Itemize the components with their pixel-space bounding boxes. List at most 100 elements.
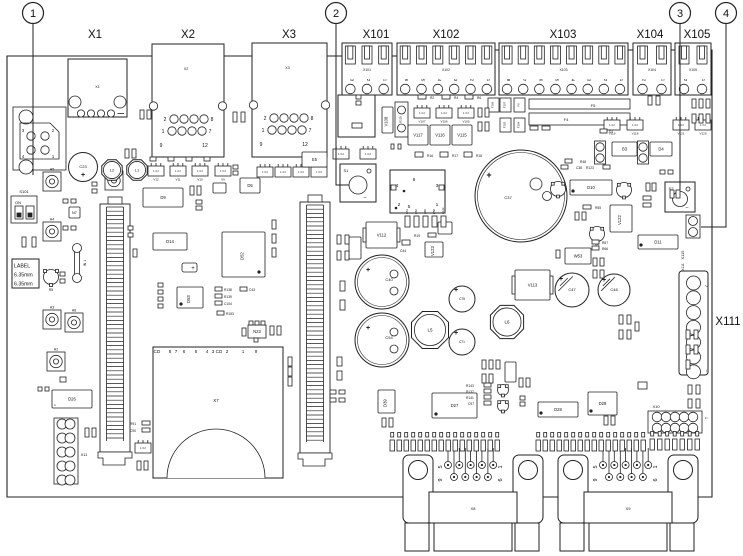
ref-label: D4 xyxy=(658,147,664,152)
ref-label: H8 xyxy=(72,309,77,313)
svg-text:1 3 2: 1 3 2 xyxy=(262,170,268,174)
callout-number: 2 xyxy=(333,8,339,20)
ref-label: V113 xyxy=(528,283,538,288)
svg-text:2: 2 xyxy=(683,79,688,82)
svg-text:9: 9 xyxy=(160,143,163,149)
svg-text:2: 2 xyxy=(52,128,55,133)
ref-label: D53 xyxy=(186,295,191,303)
svg-text:1: 1 xyxy=(619,79,624,82)
callout-1: 1 xyxy=(21,1,45,175)
ic-D4: D4 xyxy=(649,141,673,157)
svg-text:1 3 2: 1 3 2 xyxy=(298,170,304,174)
ref-label: W53 xyxy=(574,254,583,259)
callout-number: 3 xyxy=(677,8,683,20)
ref-label: D10 xyxy=(587,185,595,190)
ref-label: C97 xyxy=(468,402,474,406)
ref-label: R139 xyxy=(224,295,232,299)
svg-text:1 3 2: 1 3 2 xyxy=(678,123,684,127)
ic-N23: N23 xyxy=(247,320,267,343)
inductor-L5: L5 xyxy=(411,311,449,349)
svg-text:8: 8 xyxy=(211,117,214,123)
svg-text:8: 8 xyxy=(169,349,172,354)
svg-text:4: 4 xyxy=(206,349,209,354)
ref-label: F105 xyxy=(503,121,507,128)
part-C97: C97 xyxy=(468,400,492,406)
ref-label: C104 xyxy=(224,302,232,306)
ic-D53: D53 xyxy=(176,286,204,309)
svg-text:–: – xyxy=(686,205,689,211)
svg-text:5: 5 xyxy=(438,465,444,468)
svg-text:2: 2 xyxy=(264,116,267,122)
part-R17: R17 xyxy=(439,151,458,158)
inductor-L1: L1 xyxy=(126,159,148,181)
callout-number: 4 xyxy=(723,8,729,20)
ref-label: R143 xyxy=(466,384,474,388)
connector-label-X104: X104 xyxy=(637,29,664,41)
capacitor-C37: +C37 xyxy=(474,149,568,243)
ref-label: F104 xyxy=(517,121,521,128)
part-R138: R138 xyxy=(214,286,232,292)
svg-text:1: 1 xyxy=(52,154,55,159)
svg-text:6: 6 xyxy=(183,349,186,354)
ref-label: V117 xyxy=(413,133,423,138)
svg-text:6: 6 xyxy=(653,478,659,481)
svg-text:8: 8 xyxy=(506,79,511,82)
ref-label: V115 xyxy=(457,133,467,138)
svg-text:2: 2 xyxy=(470,79,475,82)
svg-text:1 3 2: 1 3 2 xyxy=(316,170,322,174)
fuse-F106: F106 xyxy=(487,97,500,113)
transistor-V9: 1 3 2V9 xyxy=(214,163,232,182)
part-R2: R2 xyxy=(417,94,434,100)
svg-text:1: 1 xyxy=(383,79,388,82)
svg-text:1: 1 xyxy=(436,202,439,208)
ref-label: X102 xyxy=(442,68,450,72)
ref-label: R48 xyxy=(580,160,586,164)
ref-label: V119 xyxy=(609,132,616,136)
ref-label: R66 xyxy=(602,247,608,251)
svg-text:1 3 2: 1 3 2 xyxy=(338,152,344,156)
ref-label: V122 xyxy=(617,215,622,225)
ref-label: X104 xyxy=(648,68,656,72)
ic-V108: V108 xyxy=(381,106,394,134)
ref-label: V112 xyxy=(377,233,387,238)
svg-text:1 3 2: 1 3 2 xyxy=(365,152,371,156)
transistor: 1 3 2 xyxy=(256,164,274,178)
part-R19: R19 xyxy=(414,232,437,238)
ref-label: R4 xyxy=(454,96,458,100)
ref-label: C48 xyxy=(610,287,618,292)
ref-label: V11 xyxy=(175,178,180,182)
ref-label: D52 xyxy=(240,252,245,260)
ref-label: E5 xyxy=(312,157,318,162)
ref-label: V123 xyxy=(430,246,435,256)
svg-text:12: 12 xyxy=(202,143,208,149)
part-C44: C44 xyxy=(400,239,411,253)
svg-text:4: 4 xyxy=(22,154,25,159)
svg-text:+: + xyxy=(602,277,606,284)
svg-text:2: 2 xyxy=(398,202,401,208)
transistor: 1 3 2 xyxy=(332,146,350,160)
capacitor-C48: + C48 xyxy=(597,273,631,307)
ref-label: V10 xyxy=(197,178,203,182)
ic-V112: V112 xyxy=(362,221,401,249)
transistor-round xyxy=(497,400,509,414)
ic-D52: D52 xyxy=(221,231,266,278)
part-R141: R141 xyxy=(466,394,492,400)
part-R143: R143 xyxy=(466,382,492,388)
ref-label: F106 xyxy=(491,101,495,108)
svg-text:+: + xyxy=(366,325,370,332)
ref-label: V121 xyxy=(677,132,684,136)
led-H5: H5 xyxy=(42,168,62,192)
part-R67: R67 xyxy=(591,239,608,245)
ref-label: X7 xyxy=(213,398,219,403)
svg-text:+: + xyxy=(559,276,563,283)
svg-text:C52: C52 xyxy=(414,209,418,214)
transistor: 1 3 2 xyxy=(359,146,377,160)
part-R123: R123 xyxy=(586,164,611,170)
svg-text:2: 2 xyxy=(366,79,371,82)
connector-label-X3: X3 xyxy=(282,29,296,41)
ref-label: N23 xyxy=(253,329,261,334)
svg-text:6.35mm: 6.35mm xyxy=(14,282,33,288)
